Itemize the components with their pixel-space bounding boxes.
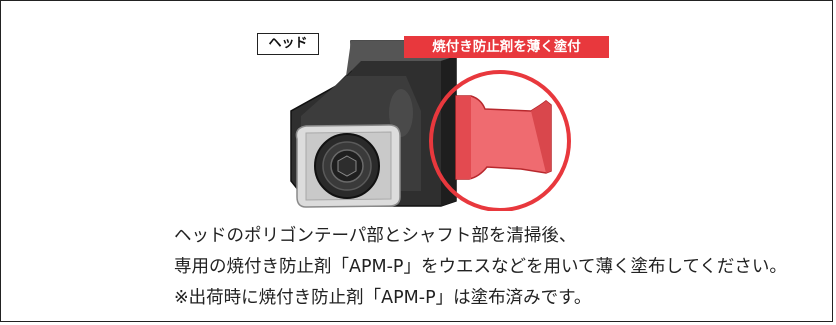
coating-label: 焼付き防止剤を薄く塗付 — [404, 36, 609, 58]
instruction-line-1: ヘッドのポリゴンテーパ部とシャフト部を清掃後、 — [174, 226, 577, 246]
instruction-text: ヘッドのポリゴンテーパ部とシャフト部を清掃後、 専用の焼付き防止剤「APM-P」… — [174, 221, 814, 314]
instruction-line-2: 専用の焼付き防止剤「APM-P」をウエスなどを用いて薄く塗布してください。 — [174, 257, 787, 277]
instruction-line-3: ※出荷時に焼付き防止剤「APM-P」は塗布済みです。 — [174, 288, 592, 308]
tool-head-illustration — [290, 40, 571, 211]
coated-shaft — [455, 95, 552, 180]
square-insert — [295, 124, 401, 208]
highlight-circle — [429, 70, 571, 211]
head-label: ヘッド — [257, 33, 319, 55]
